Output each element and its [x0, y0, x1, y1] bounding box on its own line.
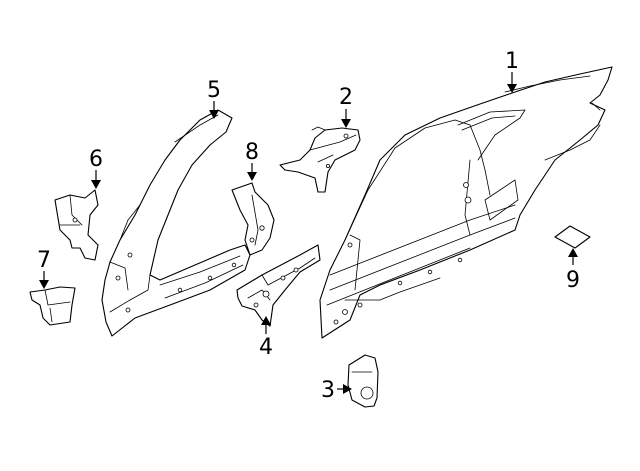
- callout-7: 7: [37, 248, 51, 289]
- callout-6: 6: [89, 147, 103, 189]
- callout-4: 4: [259, 316, 273, 360]
- callout-7-label: 7: [37, 248, 51, 273]
- part-6-inner-bracket[interactable]: [54, 189, 99, 261]
- callout-8: 8: [245, 140, 259, 181]
- part-1-side-body-panel[interactable]: [319, 66, 613, 339]
- callout-8-label: 8: [245, 140, 259, 165]
- callout-2: 2: [339, 85, 353, 128]
- part-5-hinge-pillar[interactable]: [101, 109, 251, 337]
- callout-6-label: 6: [89, 147, 103, 172]
- callout-5-label: 5: [207, 78, 221, 103]
- callout-2-label: 2: [339, 85, 353, 110]
- callout-9: 9: [566, 248, 580, 293]
- callout-9-label: 9: [566, 268, 580, 293]
- callout-5: 5: [207, 78, 221, 119]
- callout-1: 1: [505, 49, 519, 93]
- callout-4-label: 4: [259, 335, 273, 360]
- part-7-small-bracket[interactable]: [29, 286, 76, 326]
- callout-1-label: 1: [505, 49, 519, 74]
- callout-3: 3: [321, 378, 352, 403]
- part-9-patch[interactable]: [554, 225, 591, 249]
- part-3-small-plate[interactable]: [347, 354, 379, 408]
- part-2-bracket[interactable]: [279, 126, 361, 193]
- callout-3-label: 3: [321, 378, 335, 403]
- part-8-reinforcement-plate[interactable]: [231, 182, 275, 256]
- part-4-rocker-reinforcement[interactable]: [236, 244, 321, 327]
